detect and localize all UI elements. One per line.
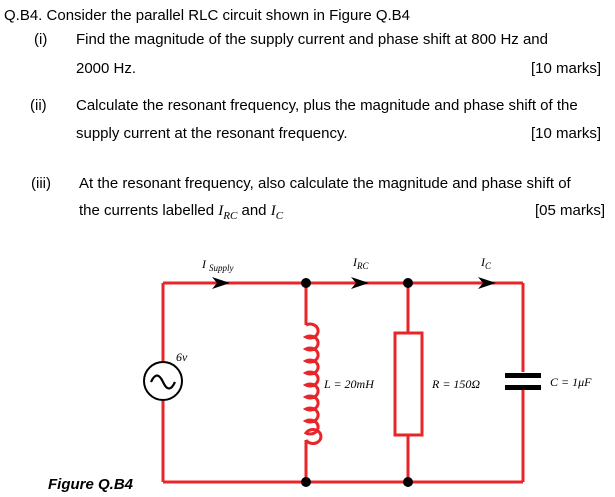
ic-symbol: I — [270, 203, 276, 219]
part-i-marks: [10 marks] — [531, 60, 602, 77]
arrow-irc-icon — [351, 277, 369, 289]
capacitor-plate-bottom — [505, 385, 541, 390]
part-ii-line1: Calculate the resonant frequency, plus t… — [76, 97, 578, 114]
label-resistor: R = 150Ω — [431, 377, 480, 391]
part-iii-number: (iii) — [31, 175, 51, 192]
part-ii-line2: supply current at the resonant frequency… — [76, 125, 348, 142]
node-bottom-inductor — [301, 477, 311, 487]
part-iii-line2-prefix: the currents labelled — [79, 202, 219, 219]
ic-subscript: C — [275, 210, 284, 222]
part-iii-line1: At the resonant frequency, also calculat… — [79, 175, 571, 192]
part-iii-line2: the currents labelled IRC and IC — [79, 202, 283, 225]
inductor-coil — [302, 322, 323, 445]
part-ii-number: (ii) — [30, 97, 47, 114]
sine-wave-icon — [150, 374, 176, 390]
label-inductor: L = 20mH — [323, 377, 375, 391]
resistor — [393, 331, 424, 437]
part-iii-marks: [05 marks] — [535, 202, 606, 219]
label-source: 6v — [176, 350, 188, 364]
part-i-line2: 2000 Hz. — [76, 60, 137, 77]
label-capacitor: C = 1μF — [550, 375, 592, 389]
node-bottom-resistor — [403, 477, 413, 487]
node-top-inductor — [301, 278, 311, 288]
part-ii-marks: [10 marks] — [531, 125, 602, 142]
figure-caption: Figure Q.B4 — [48, 476, 134, 493]
label-i-rc: IRC — [352, 255, 369, 271]
capacitor-plate-top — [505, 373, 541, 378]
part-i-line1: Find the magnitude of the supply current… — [76, 31, 548, 48]
arrow-supply-icon — [212, 277, 230, 289]
irc-subscript: RC — [223, 210, 238, 222]
question-heading: Q.B4. Consider the parallel RLC circuit … — [4, 7, 411, 24]
node-top-resistor — [403, 278, 413, 288]
part-iii-line2-and: and — [237, 202, 271, 219]
arrow-ic-icon — [478, 277, 496, 289]
label-i-c: IC — [480, 255, 492, 271]
part-i-number: (i) — [34, 31, 48, 48]
irc-symbol: I — [218, 203, 224, 219]
